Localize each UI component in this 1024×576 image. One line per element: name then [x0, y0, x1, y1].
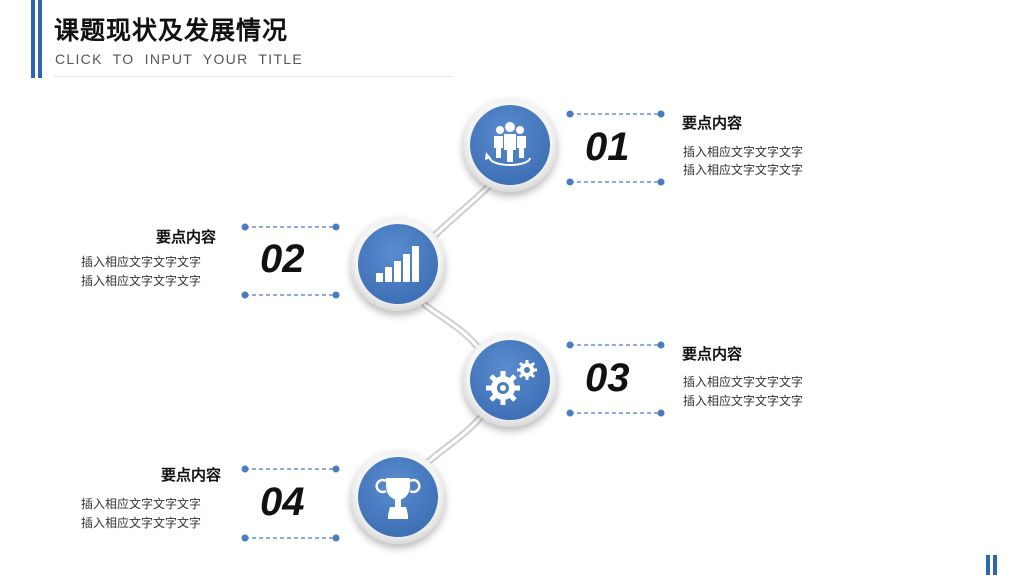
- item-3-line-1: 插入相应文字文字文字: [683, 375, 804, 389]
- title-accent-bar-outer: [31, 0, 35, 78]
- trophy-icon: [375, 478, 421, 519]
- item-1-line-2: 插入相应文字文字文字: [683, 163, 804, 177]
- bar-chart-icon: [376, 246, 419, 282]
- item-1-line-1: 插入相应文字文字文字: [683, 145, 804, 159]
- item-3-number: 03: [585, 356, 630, 400]
- item-4-line-2: 插入相应文字文字文字: [80, 516, 201, 530]
- item-3-heading: 要点内容: [682, 345, 743, 363]
- team-icon: [485, 122, 531, 166]
- dashed-guides: [241, 110, 665, 542]
- page-subtitle: CLICK TO INPUT YOUR TITLE: [55, 51, 304, 67]
- item-4-heading: 要点内容: [160, 466, 221, 484]
- title-accent-bar-inner: [38, 0, 42, 78]
- item-1-heading: 要点内容: [682, 114, 743, 132]
- gears-icon: [486, 360, 537, 405]
- item-2-number: 02: [260, 237, 305, 281]
- connector-lines: [421, 181, 494, 469]
- item-4-line-1: 插入相应文字文字文字: [80, 497, 201, 511]
- page-title: 课题现状及发展情况: [54, 16, 289, 45]
- item-2-line-1: 插入相应文字文字文字: [80, 255, 201, 269]
- item-2-heading: 要点内容: [155, 228, 216, 246]
- corner-accent-bar-2: [993, 555, 997, 575]
- item-2-line-2: 插入相应文字文字文字: [80, 274, 201, 288]
- corner-accent-bar-1: [986, 555, 990, 575]
- item-4-number: 04: [260, 480, 305, 524]
- item-3-line-2: 插入相应文字文字文字: [683, 394, 804, 408]
- item-1-number: 01: [585, 125, 630, 169]
- title-divider: [54, 76, 452, 77]
